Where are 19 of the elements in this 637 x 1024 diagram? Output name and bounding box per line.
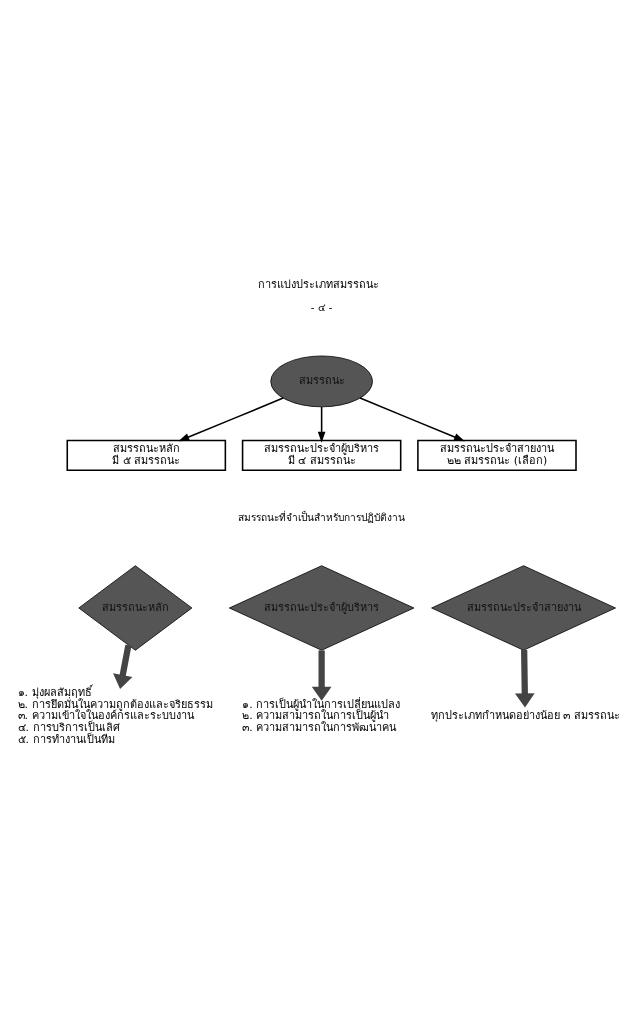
label: สมรรถนะที่จำเป็นสำหรับการปฏิบัติงาน [238,511,406,523]
arrow [317,405,326,443]
node-text: ทุกประเภทกำหนดอย่างน้อย ๓ สมรรถนะ [430,708,620,722]
label: - ๔ - [310,301,333,313]
node-diamond: สมรรถนะประจำผู้บริหาร [228,564,415,651]
node-box: สมรรถนะประจำสายงาน ๒๒ สมรรถนะ (เลือก) [417,439,577,471]
node-text: ๑. การเป็นผู้นำในการเปลี่ยนแปลง ๒. ความสามารถในการเป็นผู้นำ ๓. ความสามารถในการพัฒนาคน [242,697,401,734]
node-box: สมรรถนะประจำผู้บริหาร มี ๔ สมรรถนะ [241,439,402,471]
node-box: สมรรถนะหลัก มี ๕ สมรรถนะ [66,439,227,471]
arrow [514,649,535,708]
node-diamond: สมรรถนะประจำสายงาน [431,564,616,651]
arrow [178,396,284,441]
arrow [311,649,332,701]
diagram-title: การแบ่งประเภทสมรรถนะ [258,277,379,291]
node-text: ๑. มุ่งผลสัมฤทธิ์ ๒. การยึดมั่นในความถูกต้องและจริยธรรม ๓. ความเข้าใจในองค์กรและระบบงาน ๔. การบริการเป็นเลิศ ๕. การทำงานเป็นทีม [17,685,213,746]
node-diamond: สมรรถนะหลัก [78,564,193,651]
node-ellipse: สมรรถนะ [270,355,373,407]
arrow [359,396,465,441]
arrow [113,644,133,689]
